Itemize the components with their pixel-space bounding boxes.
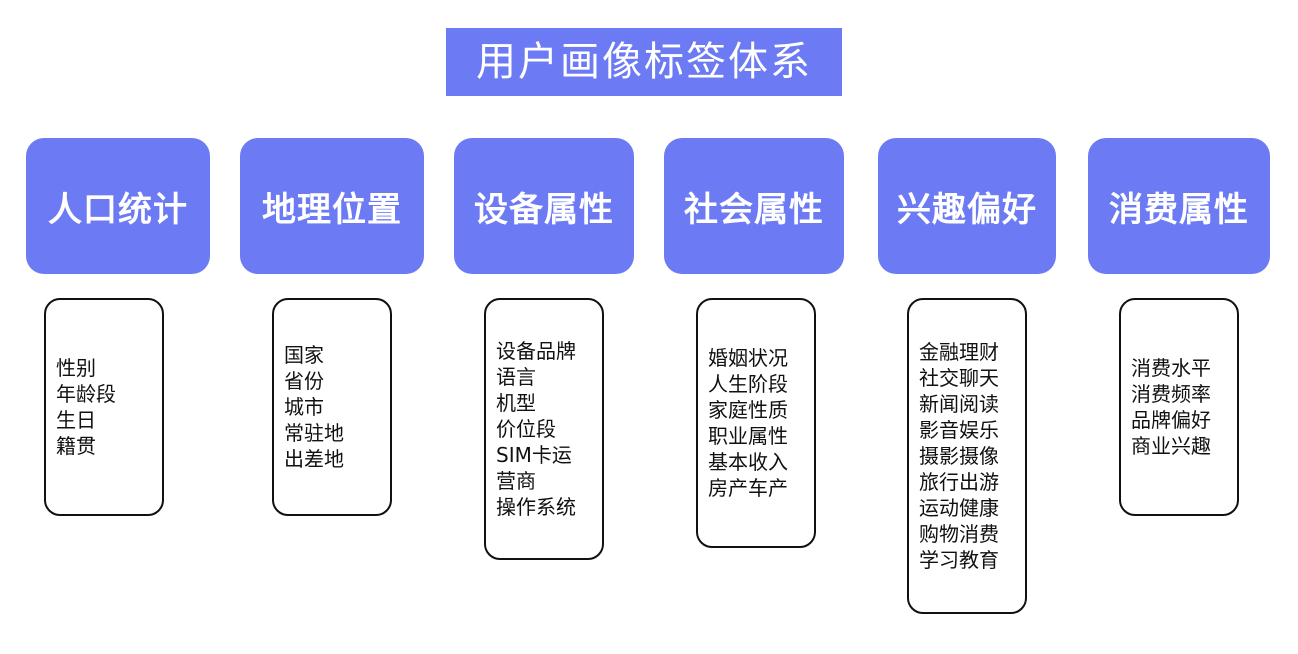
detail-box-geolocation: 国家 省份 城市 常驻地 出差地 <box>272 298 392 516</box>
detail-box-device-attributes: 设备品牌 语言 机型 价位段 SIM卡运 营商 操作系统 <box>484 298 604 560</box>
detail-item: 房产车产 <box>708 476 788 500</box>
detail-item: 运动健康 <box>919 496 999 520</box>
detail-item: 操作系统 <box>496 495 576 519</box>
detail-item: 婚姻状况 <box>708 346 788 370</box>
category-demographics: 人口统计 <box>26 138 210 274</box>
diagram-title: 用户画像标签体系 <box>446 28 842 96</box>
detail-item: 影音娱乐 <box>919 418 999 442</box>
detail-item: 家庭性质 <box>708 398 788 422</box>
detail-item: 城市 <box>284 395 324 419</box>
detail-item: 人生阶段 <box>708 372 788 396</box>
detail-item: 营商 <box>496 469 536 493</box>
detail-item: 省份 <box>284 369 324 393</box>
detail-box-consumption-attributes: 消费水平 消费频率 品牌偏好 商业兴趣 <box>1119 298 1239 516</box>
detail-item: 消费水平 <box>1131 356 1211 380</box>
detail-item: 出差地 <box>284 447 344 471</box>
detail-item: 国家 <box>284 343 324 367</box>
detail-item: 籍贯 <box>56 434 96 458</box>
detail-item: 生日 <box>56 408 96 432</box>
detail-box-demographics: 性别 年龄段 生日 籍贯 <box>44 298 164 516</box>
category-device-attributes: 设备属性 <box>454 138 634 274</box>
detail-item: 购物消费 <box>919 522 999 546</box>
detail-item: 新闻阅读 <box>919 392 999 416</box>
category-geolocation: 地理位置 <box>240 138 424 274</box>
detail-item: 机型 <box>496 391 536 415</box>
detail-item: 社交聊天 <box>919 366 999 390</box>
detail-item: 性别 <box>56 356 96 380</box>
detail-item: 消费频率 <box>1131 382 1211 406</box>
detail-item: 价位段 <box>496 417 556 441</box>
detail-item: 设备品牌 <box>496 339 576 363</box>
detail-item: 商业兴趣 <box>1131 434 1211 458</box>
detail-item: 摄影摄像 <box>919 444 999 468</box>
detail-box-interests: 金融理财 社交聊天 新闻阅读 影音娱乐 摄影摄像 旅行出游 运动健康 购物消费 … <box>907 298 1027 614</box>
detail-box-social-attributes: 婚姻状况 人生阶段 家庭性质 职业属性 基本收入 房产车产 <box>696 298 816 548</box>
detail-item: 金融理财 <box>919 340 999 364</box>
detail-item: 旅行出游 <box>919 470 999 494</box>
detail-item: 年龄段 <box>56 382 116 406</box>
detail-item: 学习教育 <box>919 548 999 572</box>
detail-item: 职业属性 <box>708 424 788 448</box>
detail-item: 基本收入 <box>708 450 788 474</box>
detail-item: 语言 <box>496 365 536 389</box>
category-interests: 兴趣偏好 <box>878 138 1056 274</box>
category-social-attributes: 社会属性 <box>664 138 844 274</box>
detail-item: 常驻地 <box>284 421 344 445</box>
category-consumption-attributes: 消费属性 <box>1088 138 1270 274</box>
detail-item: 品牌偏好 <box>1131 408 1211 432</box>
detail-item: SIM卡运 <box>496 443 572 467</box>
